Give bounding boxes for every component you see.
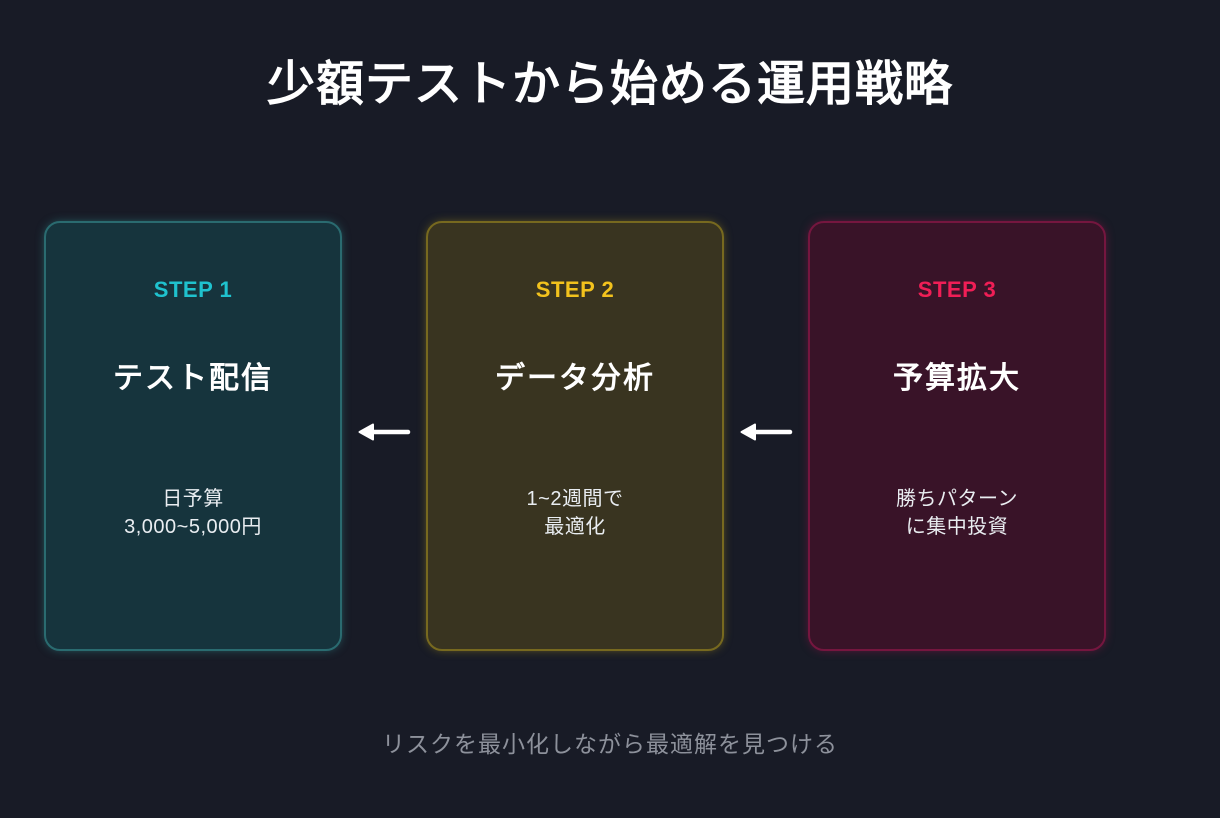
arrow-gap-1 (342, 221, 426, 651)
step-card-1: STEP 1 テスト配信 日予算 3,000~5,000円 (44, 221, 342, 651)
step-1-label: STEP 1 (153, 277, 233, 302)
step-3-description: 勝ちパターン に集中投資 (896, 488, 1018, 538)
step-card-3: STEP 3 予算拡大 勝ちパターン に集中投資 (808, 221, 1106, 651)
arrow-left-icon (358, 423, 411, 441)
step-1-title: テスト配信 (113, 362, 273, 395)
step-3-title: 予算拡大 (893, 362, 1021, 395)
step-2-description: 1~2週間で 最適化 (526, 488, 624, 538)
step-1-description: 日予算 3,000~5,000円 (124, 488, 262, 538)
page-title: 少額テストから始める運用戦略 (266, 58, 953, 111)
step-2-title: データ分析 (495, 362, 655, 395)
step-2-label: STEP 2 (535, 277, 615, 302)
step-3-label: STEP 3 (917, 277, 997, 302)
steps-row: STEP 1 テスト配信 日予算 3,000~5,000円 STEP 2 データ… (44, 221, 1106, 651)
arrow-left-icon (740, 423, 793, 441)
step-card-2: STEP 2 データ分析 1~2週間で 最適化 (426, 221, 724, 651)
page-caption: リスクを最小化しながら最適解を見つける (382, 731, 838, 757)
arrow-gap-2 (724, 221, 808, 651)
